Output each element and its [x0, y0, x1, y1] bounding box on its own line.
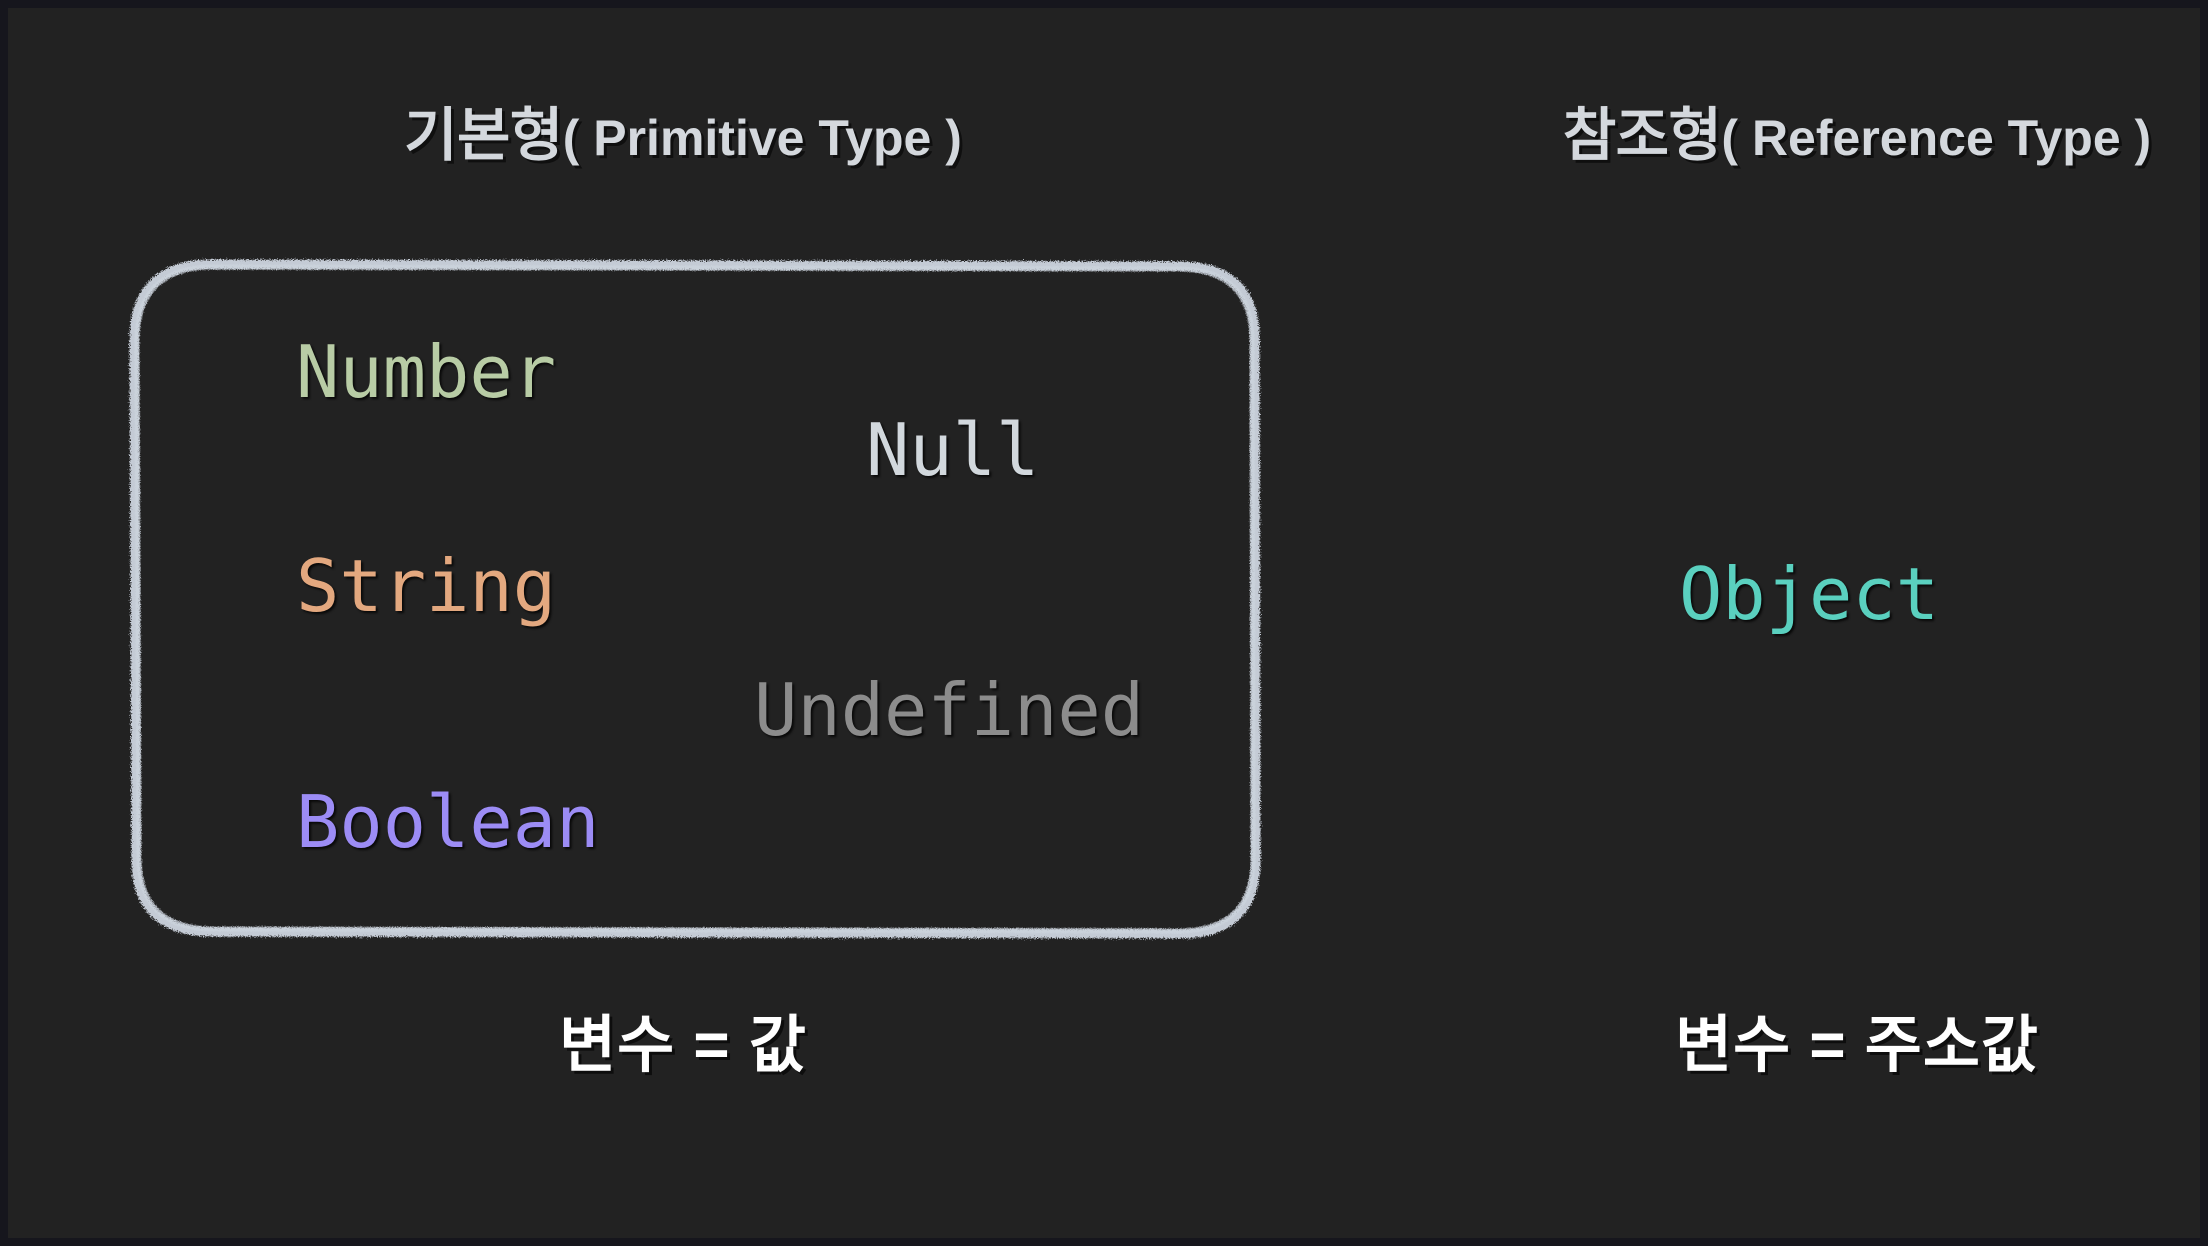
- slide-canvas: [8, 8, 2200, 1238]
- chalk-box-primitive: [128, 258, 1262, 940]
- chalk-rounded-rectangle-icon: [129, 259, 1261, 939]
- type-label-null: Null: [866, 408, 1040, 492]
- type-label-string: String: [296, 544, 557, 628]
- panel-title-primitive-ko: 기본형: [404, 103, 563, 168]
- panel-title-primitive: 기본형( Primitive Type ): [0, 104, 1378, 168]
- panel-reference-type: 참조형( Reference Type ): [1390, 0, 2208, 1246]
- panel-title-reference: 참조형( Reference Type ): [1448, 104, 2208, 168]
- type-label-object: Object: [1678, 552, 1940, 636]
- type-label-boolean: Boolean: [296, 780, 600, 864]
- type-label-number: Number: [296, 330, 557, 414]
- caption-reference: 변수 = 주소값: [1675, 1011, 2039, 1080]
- panel-title-primitive-en: ( Primitive Type ): [562, 110, 962, 166]
- caption-primitive: 변수 = 값: [559, 1011, 807, 1080]
- panel-title-reference-en: ( Reference Type ): [1721, 110, 2152, 166]
- panel-primitive-type: 기본형( Primitive Type ): [0, 104, 1378, 1080]
- panel-title-reference-ko: 참조형: [1562, 103, 1722, 168]
- type-label-undefined: Undefined: [754, 668, 1145, 752]
